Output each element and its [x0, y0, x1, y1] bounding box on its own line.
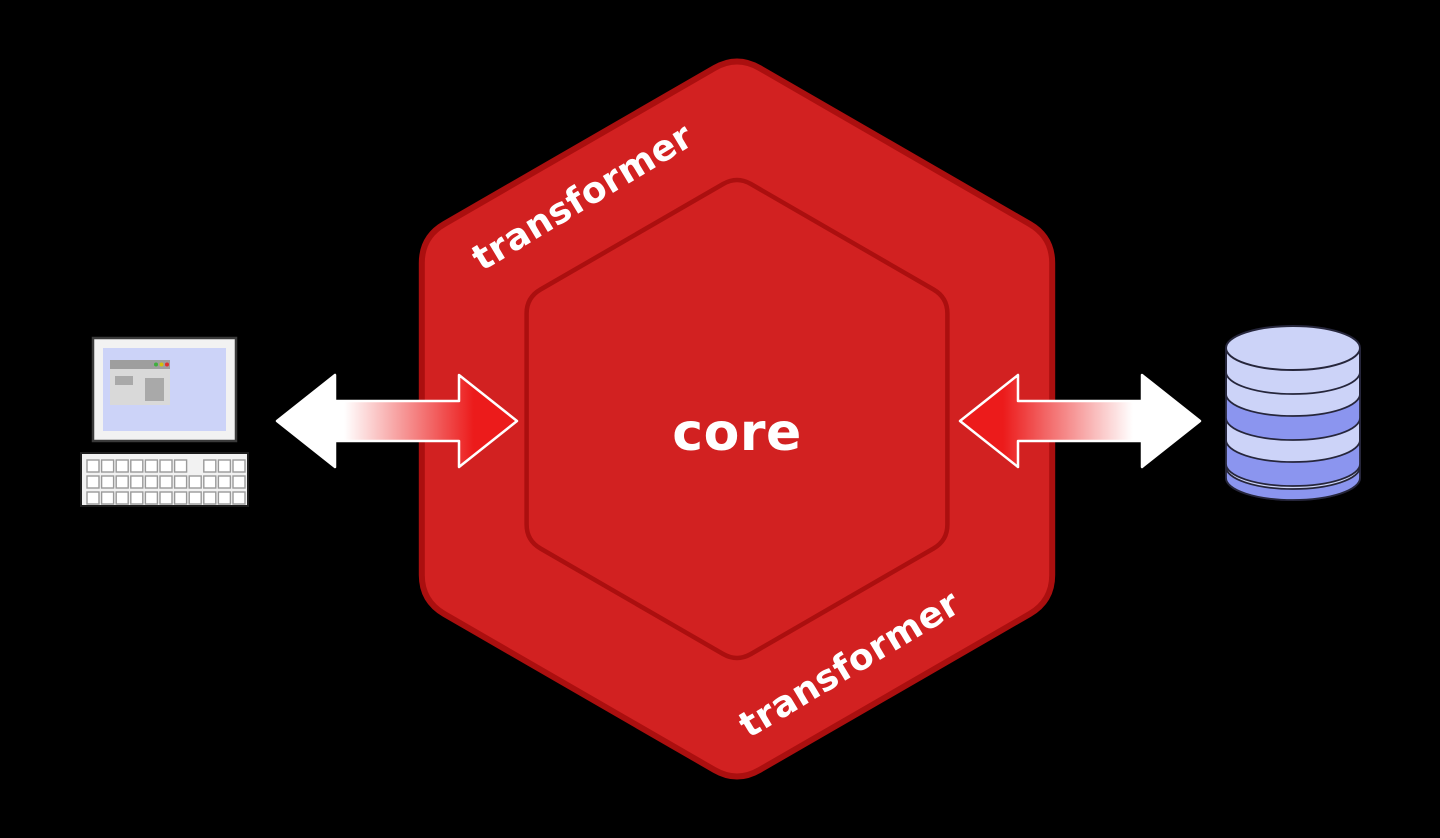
monitor	[91, 336, 238, 443]
window-dot-green	[154, 362, 158, 367]
keyboard	[80, 452, 249, 507]
window-dot-red	[165, 362, 169, 367]
hexagon-inner-shape	[524, 177, 950, 661]
database-icon	[1225, 325, 1361, 501]
left-bidirectional-arrow-icon	[275, 373, 519, 469]
browser-window	[110, 360, 170, 405]
computer-icon	[80, 336, 249, 507]
window-titlebar	[110, 360, 170, 369]
core-label: core	[672, 403, 802, 463]
right-bidirectional-arrow-icon	[958, 373, 1202, 469]
window-dot-yellow	[159, 362, 164, 367]
